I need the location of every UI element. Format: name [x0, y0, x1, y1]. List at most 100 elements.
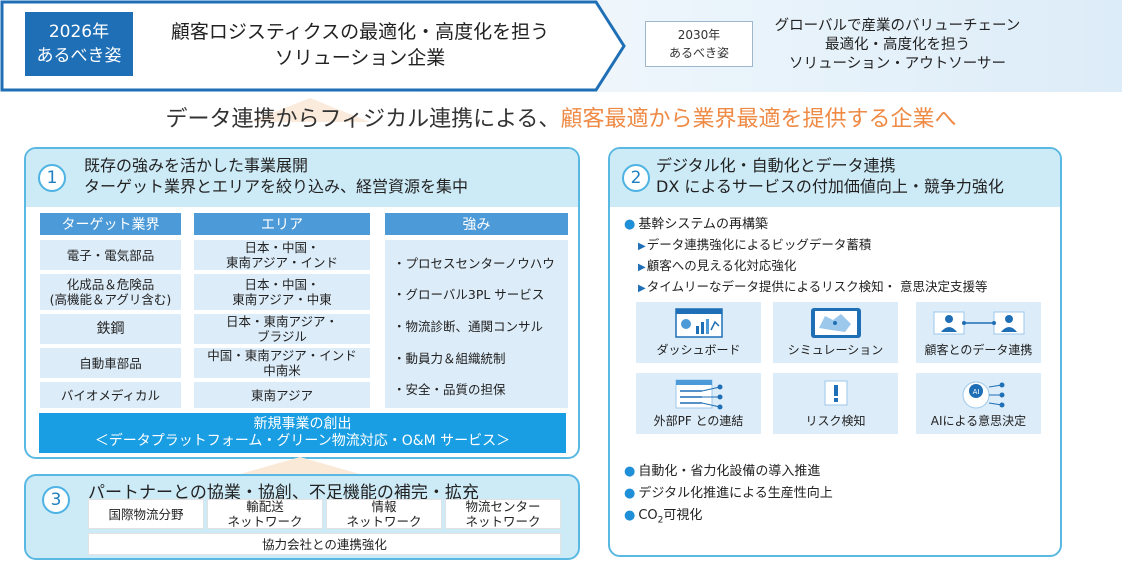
year-2026-badge: 2026年 あるべき姿: [25, 12, 133, 76]
strength-item: ・グローバル3PL サービス: [393, 287, 545, 302]
simulation-map-icon: [811, 308, 861, 338]
tile-ai-decision: AI AIによる意思決定: [916, 373, 1041, 434]
y2030-line2: あるべき姿: [668, 46, 729, 60]
bottom-bullet-co2: ●CO2可視化: [624, 504, 702, 526]
sub-bullet-text: データ連携強化によるビッグデータ蓄積: [646, 237, 872, 252]
sub-bullet-text: 顧客への見える化対応強化: [646, 258, 797, 273]
area-cell: 日本・東南アジア・ ブラジル: [194, 314, 370, 344]
area-cell: 日本・中国・ 東南アジア・インド: [194, 240, 370, 270]
header-area: エリア: [194, 213, 370, 235]
slogan: データ連携からフィジカル連携による、顧客最適から業界最適を提供する企業へ: [0, 100, 1122, 134]
strength-item: ・安全・品質の担保: [393, 382, 506, 397]
main-bullet-text: 基幹システムの再構築: [638, 217, 768, 232]
header-strength: 強み: [385, 213, 568, 235]
partner-label-sub: ネットワーク: [346, 514, 422, 529]
panel-existing-strengths: 1 既存の強みを活かした事業展開 ターゲット業界とエリアを絞り込み、経営資源を集…: [24, 147, 580, 459]
new-business-banner: 新規事業の創出 ＜データプラットフォーム・グリーン物流対応・O&M サービス＞: [39, 413, 566, 453]
partner-label-sub: ネットワーク: [227, 514, 303, 529]
panel2-title: デジタル化・自動化とデータ連携 DX によるサービスの付加価値向上・競争力強化: [656, 155, 1056, 197]
area-label-sub: 東南アジア・インド: [225, 255, 338, 270]
top-title-line2: ソリューション企業: [274, 47, 446, 69]
area-label: 日本・東南アジア・: [225, 314, 338, 329]
tile-label: ダッシュボード: [656, 343, 741, 357]
year-badge-line2: あるべき姿: [36, 46, 122, 66]
panel3-title: パートナーとの協業・協創、不足機能の補完・拡充: [88, 483, 479, 503]
area-cell: 中国・東南アジア・インド 中南米: [194, 348, 370, 378]
area-label: 中国・東南アジア・インド: [207, 348, 357, 363]
industry-label: 自動車部品: [79, 355, 142, 371]
sub-bullet: ▶顧客への見える化対応強化: [638, 255, 796, 274]
partner-cell: 情報 ネットワーク: [326, 499, 442, 529]
area-label: 日本・中国・: [244, 277, 320, 292]
tile-label: リスク検知: [805, 414, 866, 428]
top-title: 顧客ロジスティクスの最適化・高度化を担う ソリューション企業: [140, 10, 580, 80]
main-bullet: ●基幹システムの再構築: [624, 213, 768, 232]
area-label: 日本・中国・: [244, 240, 320, 255]
triangle-bullet-icon: ▶: [638, 262, 646, 273]
industry-cell: 電子・電気部品: [40, 240, 181, 270]
triangle-bullet-icon: ▶: [638, 283, 646, 294]
bullet-dot-icon: ●: [624, 486, 636, 501]
area-label-sub: 東南アジア・中東: [232, 292, 332, 307]
industry-cell: 自動車部品: [40, 348, 181, 378]
area-cell: 日本・中国・ 東南アジア・中東: [194, 274, 370, 310]
area-label: 東南アジア: [250, 387, 313, 403]
area-label-sub: 中南米: [263, 363, 301, 378]
sub-bullet: ▶タイムリーなデータ提供によるリスク検知・ 意思決定支援等: [638, 276, 988, 295]
panel-partner-collaboration: 3 パートナーとの協業・協創、不足機能の補完・拡充 国際物流分野 輸配送 ネット…: [24, 474, 580, 560]
partner-cell: 国際物流分野: [88, 499, 204, 529]
sub-bullet: ▶データ連携強化によるビッグデータ蓄積: [638, 234, 871, 253]
vision-line3: ソリューション・アウトソーサー: [789, 55, 1006, 72]
panel-digitalization: 2 デジタル化・自動化とデータ連携 DX によるサービスの付加価値向上・競争力強…: [608, 147, 1062, 557]
strength-box: ・プロセスセンターノウハウ ・グローバル3PL サービス ・物流診断、通関コンサ…: [385, 240, 568, 408]
panel1-header: [26, 149, 578, 207]
bottom-bullet: ●自動化・省力化設備の導入推進: [624, 460, 820, 479]
svg-text:AI: AI: [973, 388, 980, 396]
panel3-number: 3: [42, 486, 70, 514]
vision-line2: 最適化・高度化を担う: [825, 36, 970, 53]
bottom-bullet-text: 自動化・省力化設備の導入推進: [638, 464, 821, 479]
bullet-dot-icon: ●: [624, 508, 636, 523]
vision-2030-text: グローバルで産業のバリューチェーン 最適化・高度化を担う ソリューション・アウト…: [755, 10, 1040, 80]
strength-item: ・物流診断、通関コンサル: [393, 319, 544, 334]
risk-alert-icon: [824, 380, 848, 406]
partner-label: 国際物流分野: [108, 506, 184, 522]
partner-label: 輸配送: [246, 499, 284, 514]
area-cell: 東南アジア: [194, 382, 370, 408]
industry-cell: 鉄鋼: [40, 314, 181, 344]
co2-suffix: 可視化: [663, 508, 703, 523]
partner-cell: 物流センター ネットワーク: [445, 499, 561, 529]
new-business-line1: 新規事業の創出: [253, 416, 352, 432]
strength-item: ・動員力＆組織統制: [393, 351, 506, 366]
partner-label: 物流センター: [465, 499, 541, 514]
panel1-number: 1: [38, 164, 66, 192]
area-label-sub: ブラジル: [257, 329, 307, 344]
panel1-title-line2: ターゲット業界とエリアを絞り込み、経営資源を集中: [84, 177, 469, 196]
partner-label-sub: ネットワーク: [465, 514, 541, 529]
tile-dashboard: ダッシュボード: [636, 302, 761, 363]
y2030-line1: 2030年: [677, 28, 721, 42]
industry-cell: バイオメディカル: [40, 382, 181, 408]
bullet-dot-icon: ●: [624, 217, 636, 232]
slogan-prefix: データ連携からフィジカル連携による、: [165, 107, 561, 132]
tile-label: シミュレーション: [787, 343, 884, 357]
customer-link-icon: [933, 311, 1025, 335]
tile-customer-data-link: 顧客とのデータ連携: [916, 302, 1041, 363]
tile-label: 外部PF との連結: [653, 414, 744, 428]
panel2-title-line2: DX によるサービスの付加価値向上・競争力強化: [656, 177, 1004, 196]
industry-cell: 化成品＆危険品 (高機能＆アグリ含む): [40, 274, 181, 310]
slogan-accent: 顧客最適から業界最適を提供する企業へ: [560, 107, 957, 132]
vision-line1: グローバルで産業のバリューチェーン: [774, 17, 1021, 34]
new-business-line2: ＜データプラットフォーム・グリーン物流対応・O&M サービス＞: [94, 433, 511, 449]
strength-item: ・プロセスセンターノウハウ: [393, 256, 555, 271]
partner-label: 情報: [371, 499, 397, 514]
tile-simulation: シミュレーション: [773, 302, 898, 363]
industry-label: バイオメディカル: [60, 387, 161, 403]
partner-cell: 輸配送 ネットワーク: [207, 499, 323, 529]
partner-bottom-label: 協力会社との連携強化: [262, 536, 387, 552]
co2-subscript: 2: [657, 515, 664, 526]
tile-risk-detection: リスク検知: [773, 373, 898, 434]
industry-label-sub: (高機能＆アグリ含む): [49, 292, 172, 307]
industry-label: 電子・電気部品: [66, 247, 155, 263]
connector-triangle: [230, 457, 370, 477]
